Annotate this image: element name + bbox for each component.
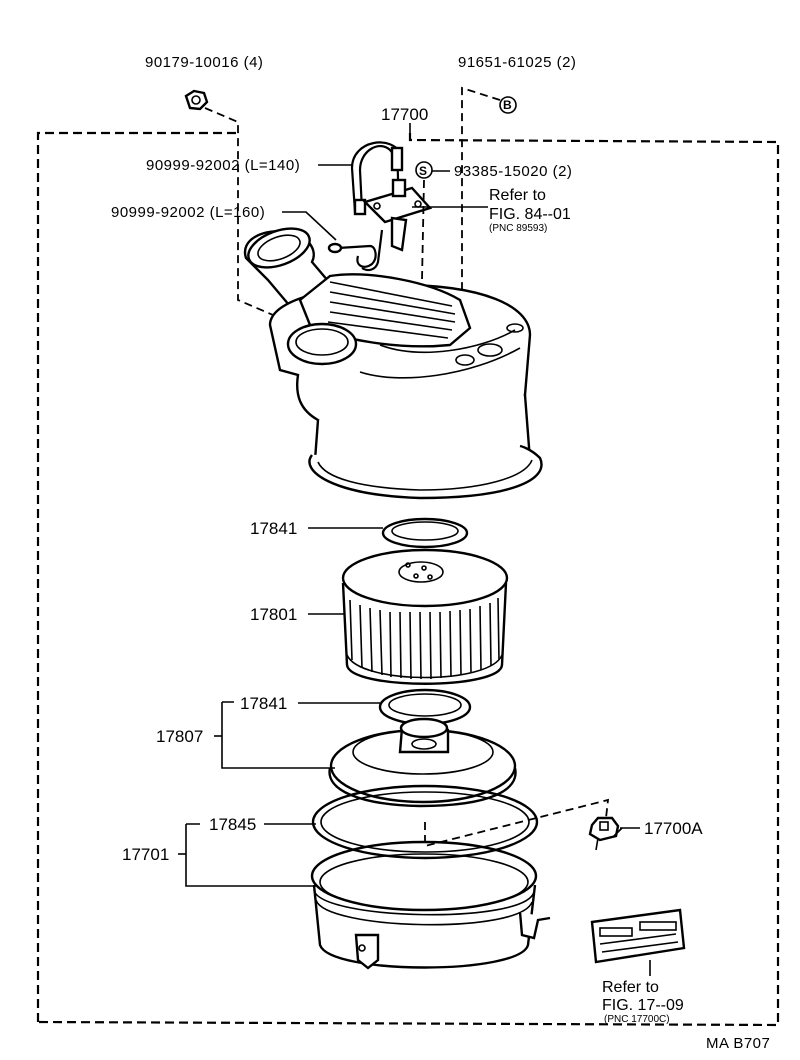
assembly-boundary	[36, 131, 780, 1027]
label-refer2-line1: Refer to	[602, 979, 659, 996]
label-gasket-lower: 17841	[240, 694, 287, 713]
label-plate	[590, 908, 686, 976]
b-mark: B	[503, 98, 512, 112]
label-refer1-line2: FIG. 84--01	[489, 206, 571, 223]
s-mark: S	[419, 164, 427, 178]
label-element: 17801	[250, 605, 297, 624]
label-refer1-pnc: (PNC 89593)	[489, 223, 547, 234]
label-clip: 17700A	[644, 819, 703, 838]
label-refer2-pnc: (PNC 17700C)	[604, 1014, 670, 1025]
label-screw-b: 91651-61025 (2)	[458, 54, 576, 71]
b-mark-leader: B	[461, 86, 517, 300]
label-gasket-upper: 17841	[250, 519, 297, 538]
label-case-sub: 17701	[122, 845, 169, 864]
case-seal	[311, 784, 539, 860]
gasket-upper	[381, 517, 469, 549]
label-hose-160: 90999-92002 (L=160)	[111, 204, 265, 221]
filter-element	[341, 548, 509, 685]
vacuum-valve	[362, 178, 433, 252]
label-nut: 90179-10016 (4)	[145, 54, 263, 71]
label-refer2-line2: FIG. 17--09	[602, 997, 684, 1014]
diagram-code: MA B707	[706, 1035, 770, 1052]
leader-lines	[178, 123, 640, 887]
label-cap-sub: 17807	[156, 727, 203, 746]
air-cleaner-cap-assembly	[243, 227, 543, 500]
vacuum-hoses	[327, 141, 404, 272]
air-cleaner-case	[310, 840, 551, 970]
clip-part	[424, 798, 623, 851]
label-plug: 93385-15020 (2)	[454, 163, 572, 180]
label-refer1-line1: Refer to	[489, 187, 546, 204]
label-assembly: 17700	[381, 105, 428, 124]
plug-s-mark: S	[415, 161, 433, 281]
label-seal: 17845	[209, 815, 256, 834]
gasket-lower	[378, 688, 472, 726]
label-hose-140: 90999-92002 (L=140)	[146, 157, 300, 174]
nut-part	[184, 89, 281, 319]
